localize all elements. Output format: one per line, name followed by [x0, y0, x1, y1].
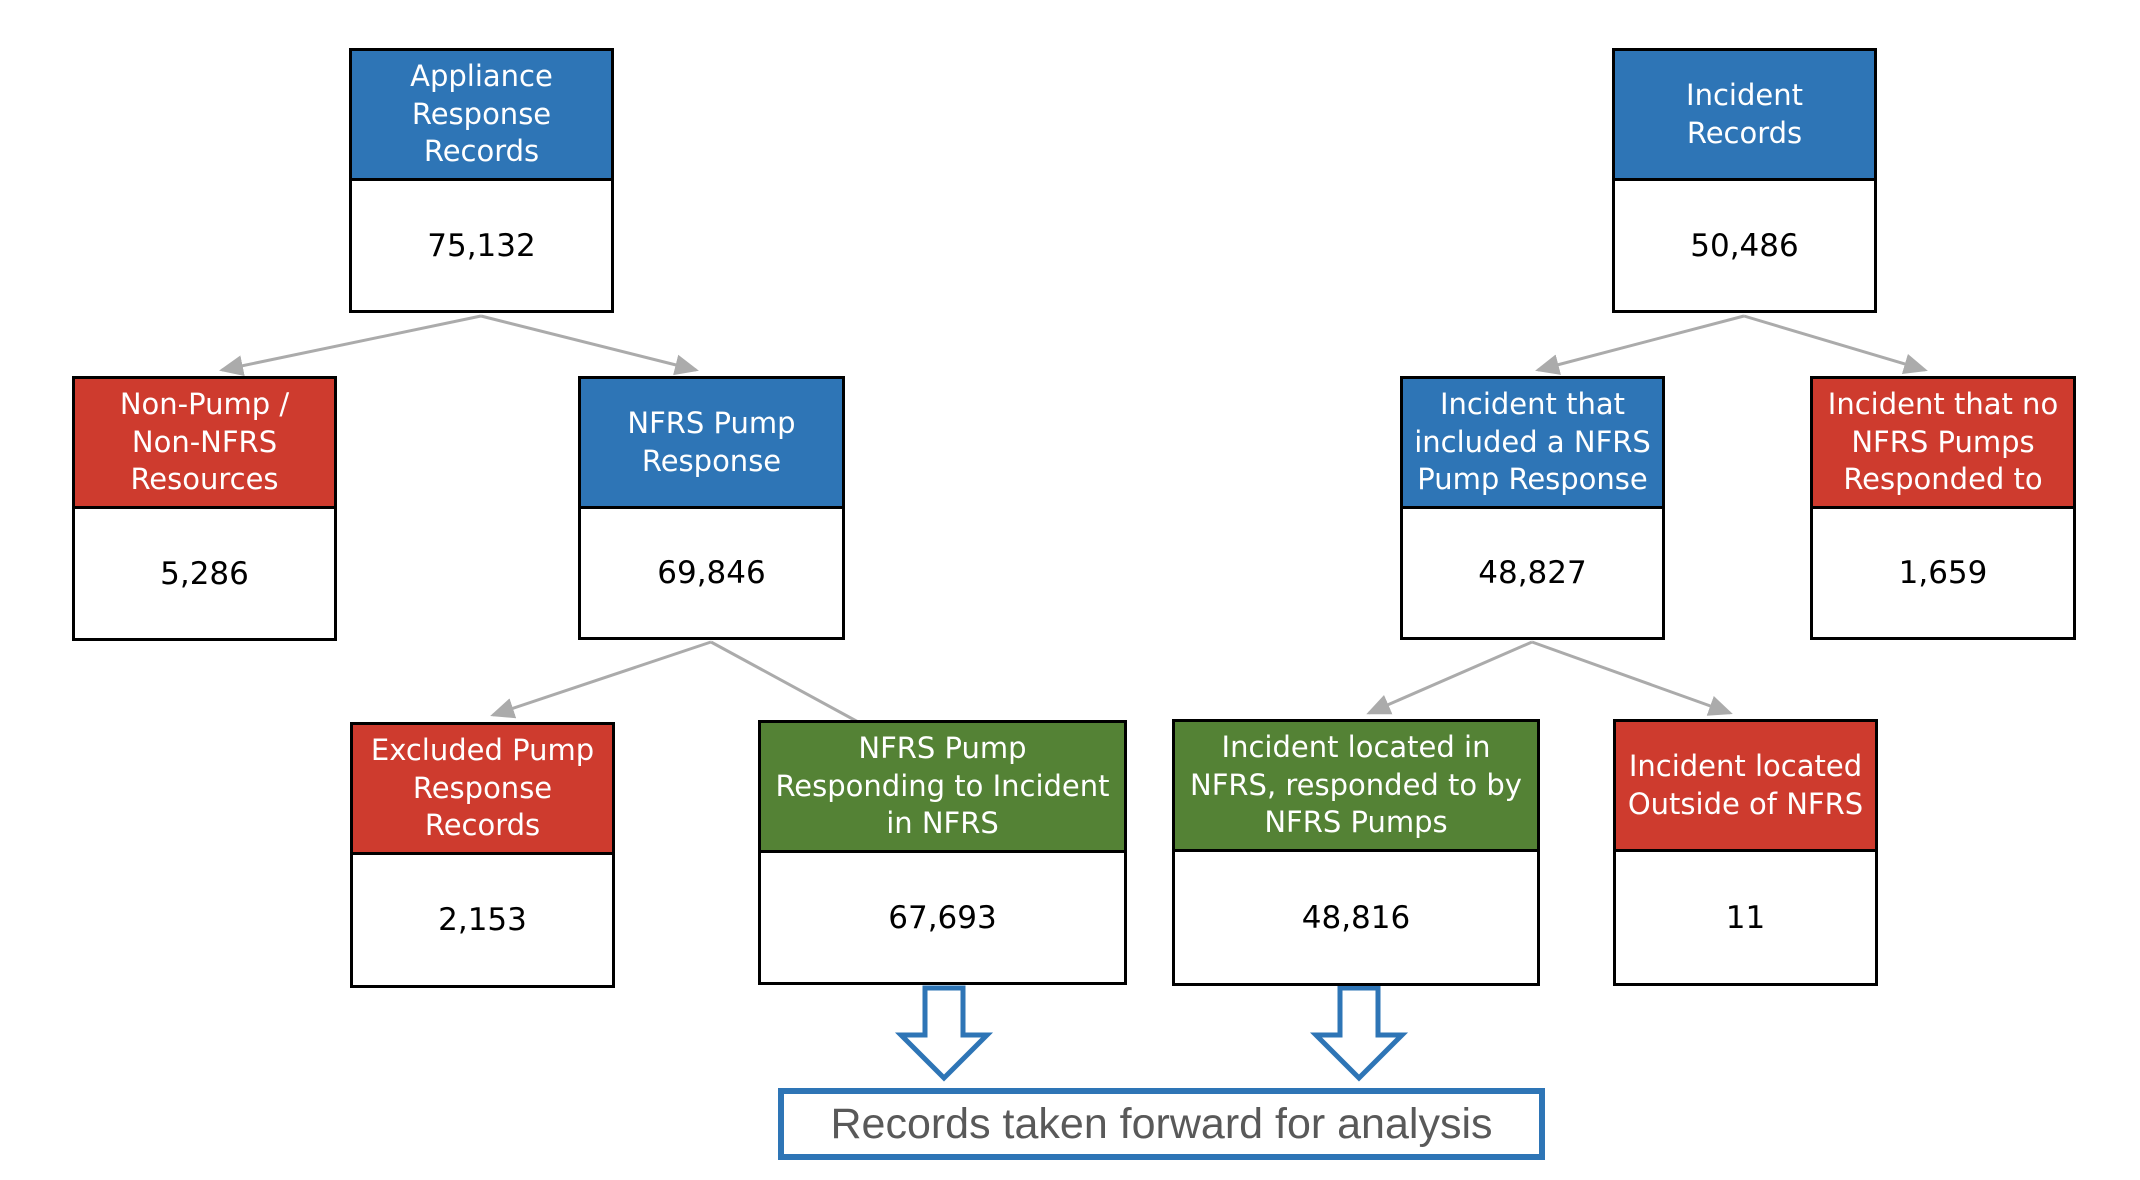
node-value: 2,153 [438, 902, 527, 938]
node-non-pump-non-nfrs-resources: Non-Pump / Non-NFRS Resources 5,286 [72, 376, 337, 641]
node-incident-included-nfrs-pump-response: Incident that included a NFRS Pump Respo… [1400, 376, 1665, 640]
node-header: Incident located in NFRS, responded to b… [1175, 722, 1537, 852]
node-header: Incident that included a NFRS Pump Respo… [1403, 379, 1662, 509]
result-box: Records taken forward for analysis [778, 1088, 1545, 1160]
node-value: 69,846 [657, 555, 766, 591]
node-value: 48,816 [1301, 899, 1411, 936]
node-value: 48,827 [1478, 555, 1587, 591]
node-header: Incident that no NFRS Pumps Responded to [1813, 379, 2073, 509]
node-value: 11 [1725, 899, 1766, 936]
connector-included-to-innfrs [1366, 640, 1533, 715]
down-arrow-icon [1309, 985, 1409, 1082]
connector-incidents-to-nopumps [1743, 314, 1928, 375]
node-appliance-response-records: Appliance Response Records 75,132 [349, 48, 614, 313]
node-value: 1,659 [1898, 555, 1988, 591]
node-header: Incident located Outside of NFRS [1616, 722, 1875, 852]
node-value: 50,486 [1690, 227, 1799, 264]
connector-appliance-to-nonpump [219, 314, 482, 376]
connector-appliance-to-pumpresponse [480, 314, 699, 376]
node-incident-no-nfrs-pumps-responded: Incident that no NFRS Pumps Responded to… [1810, 376, 2076, 640]
connector-included-to-outside [1531, 640, 1733, 716]
connector-incidents-to-included [1535, 314, 1745, 375]
connector-pumpresponse-to-responding [710, 640, 861, 725]
node-value: 5,286 [160, 555, 249, 592]
down-arrow-icon [894, 985, 994, 1082]
node-header: Incident Records [1615, 51, 1874, 181]
node-value: 67,693 [888, 899, 997, 936]
node-header: NFRS Pump Responding to Incident in NFRS [761, 723, 1124, 853]
node-header: Non-Pump / Non-NFRS Resources [75, 379, 334, 509]
connector-pumpresponse-to-excluded [490, 640, 712, 719]
node-header: Appliance Response Records [352, 51, 611, 181]
node-incident-located-in-nfrs: Incident located in NFRS, responded to b… [1172, 719, 1540, 986]
node-value: 75,132 [427, 227, 536, 264]
node-nfrs-pump-responding-to-incident-in-nfrs: NFRS Pump Responding to Incident in NFRS… [758, 720, 1127, 985]
node-incident-records: Incident Records 50,486 [1612, 48, 1877, 313]
node-incident-located-outside-nfrs: Incident located Outside of NFRS 11 [1613, 719, 1878, 986]
node-excluded-pump-response-records: Excluded Pump Response Records 2,153 [350, 722, 615, 988]
node-header: NFRS Pump Response [581, 379, 842, 509]
node-nfrs-pump-response: NFRS Pump Response 69,846 [578, 376, 845, 640]
node-header: Excluded Pump Response Records [353, 725, 612, 855]
result-label: Records taken forward for analysis [830, 1099, 1493, 1148]
